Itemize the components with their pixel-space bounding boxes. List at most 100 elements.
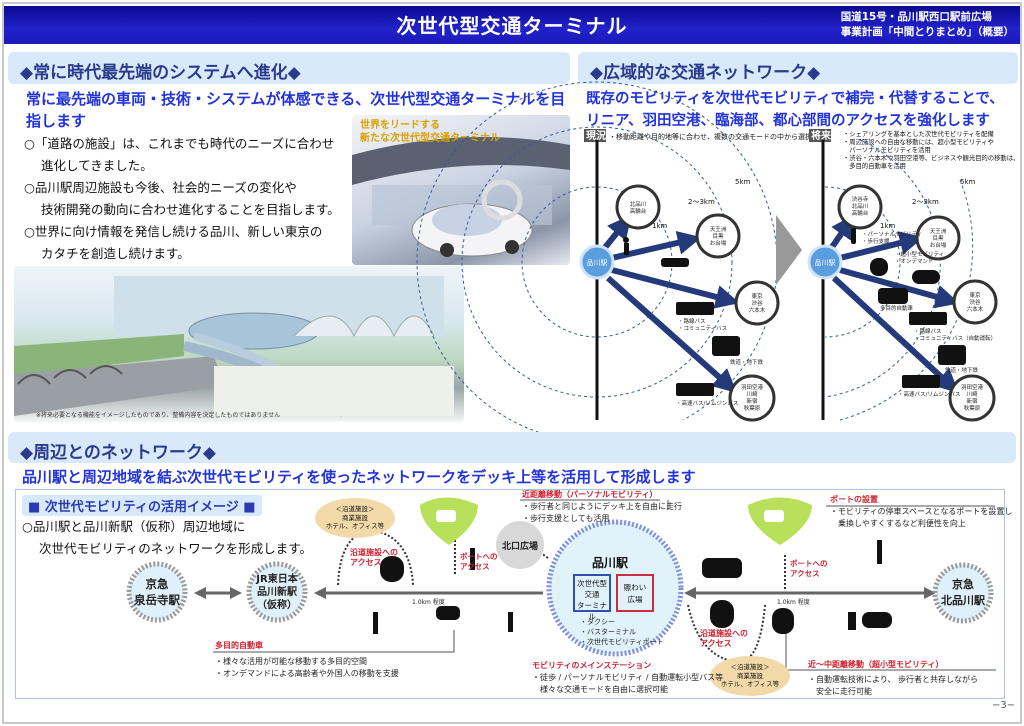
roadside-facility-label-west: ＜沿道施設＞商業施設ホテル、オフィス等: [325, 505, 385, 530]
svg-text:お台場: お台場: [710, 239, 727, 247]
description-line: ○品川駅と品川新駅（仮称）周辺地域に: [22, 519, 246, 534]
svg-text:パーソナルモビリティを活用: パーソナルモビリティを活用: [843, 145, 931, 154]
svg-text:・渋谷・六本木や羽田空港等、ビジネスや観光目的の移動は、: ・渋谷・六本木や羽田空港等、ビジネスや観光目的の移動は、: [843, 153, 1019, 162]
section1-lead: 常に最先端の車両・技術・システムが体感できる、次世代型交通ターミナルを目指します: [26, 90, 566, 130]
svg-text:東京: 東京: [751, 292, 763, 300]
svg-text:高輪台: 高輪台: [630, 207, 647, 215]
future-badge: 将来: [811, 129, 832, 142]
shinagawa-main-circle: [546, 519, 684, 657]
current-badge-bg: [584, 129, 606, 142]
section-heading-wide-network: ◆広域的な交通ネットワーク◆: [578, 52, 1018, 84]
current-badge: 現況: [586, 129, 606, 142]
section-heading-evolution: ◆常に時代最先端のシステムへ進化◆: [8, 52, 570, 84]
vehicle-icons: [623, 237, 740, 396]
svg-text:新宿: 新宿: [966, 397, 978, 405]
mobility-vehicle-icons: [373, 510, 892, 634]
svg-text:川崎: 川崎: [746, 390, 758, 398]
current-note: ・移動距離や目的地等に合わせ、複数の交通モードの中から選択: [609, 132, 812, 141]
main-station-list: ・タクシー・バスターミナル・次世代モビリティポート: [580, 618, 664, 646]
next-gen-terminal-box: 次世代型交通ターミナル: [573, 574, 611, 621]
roadside-facility-bubble: [315, 498, 395, 538]
mobility-image-label: ■ 次世代モビリティの活用イメージ ■: [22, 495, 262, 516]
distance-label: 2〜3km: [688, 198, 715, 206]
svg-text:北品川: 北品川: [852, 202, 869, 210]
section3-lead: 品川駅と周辺地域を結ぶ次世代モビリティを使ったネットワークをデッキ上等を活用して…: [22, 468, 696, 486]
svg-text:お台場: お台場: [930, 241, 947, 249]
svg-text:新宿: 新宿: [746, 397, 758, 405]
station-label: 品川駅: [587, 259, 608, 267]
svg-text:六本木: 六本木: [749, 306, 766, 314]
bullet-text: ○世界に向け情報を発信し続ける品川、新しい東京の: [24, 224, 323, 239]
mobility-description: ○品川駅と品川新駅（仮称）周辺地域に 次世代モビリティのネットワークを形成します…: [22, 516, 312, 560]
callout-multipurpose-vehicle: 多目的自動車 ・様々な活用が可能な移動する多目的空間・オンデマンドによる高齢者や…: [215, 641, 399, 678]
svg-text:六本木: 六本木: [967, 305, 984, 313]
svg-text:・超小型モビリティ: ・超小型モビリティ: [895, 250, 944, 258]
svg-text:・路線バス: ・路線バス: [914, 327, 942, 335]
access-port-label: ポートへのアクセス: [460, 552, 498, 571]
svg-text:目黒: 目黒: [932, 235, 944, 242]
section-heading-surrounding-network: ◆周辺とのネットワーク◆: [8, 432, 1016, 463]
svg-text:・歩行支援: ・歩行支援: [862, 237, 890, 245]
svg-text:天王洲: 天王洲: [710, 226, 727, 233]
svg-text:鉄道・地下鉄: 鉄道・地下鉄: [730, 358, 764, 366]
north-plaza-circle: [496, 521, 544, 569]
svg-text:・コミュニティバス: ・コミュニティバス: [678, 325, 727, 332]
distance-label-east: 1.0km 程度: [777, 599, 810, 606]
mobility-image-box: [15, 489, 1005, 699]
svg-text:・コミュニティバス（自動運転）: ・コミュニティバス（自動運転）: [914, 334, 996, 342]
svg-text:多目的自動車: 多目的自動車: [880, 304, 914, 312]
callout-ultra-compact-mobility: 近〜中距離移動（超小型モビリティ） ・自動運転技術により、 歩行者と共存しながら…: [808, 660, 979, 696]
future-vehicle-icons: [851, 228, 966, 388]
svg-text:秋葉原: 秋葉原: [744, 404, 761, 412]
station-shinagawa-new: JR東日本品川新駅（仮称）: [256, 573, 298, 611]
access-arc: [687, 604, 766, 664]
plaza-box: 賑わい広場: [616, 574, 654, 612]
svg-text:・高速バス/リムジンバス: ・高速バス/リムジンバス: [676, 399, 738, 407]
svg-text:高輪台: 高輪台: [852, 209, 869, 217]
svg-text:渋谷: 渋谷: [751, 299, 763, 307]
description-line: 次世代モビリティのネットワークを形成します。: [39, 541, 313, 556]
station-plaza-rendering: ※将来必要となる機能をイメージしたものであり、整備内容を決定したものではありませ…: [14, 266, 464, 422]
access-roadside-label: 沿道施設へのアクセス: [350, 548, 398, 567]
svg-text:2〜3km: 2〜3km: [912, 198, 939, 206]
distance-label: 5km: [735, 178, 751, 186]
svg-text:1km: 1km: [880, 222, 896, 230]
svg-text:天王洲: 天王洲: [930, 228, 947, 235]
terminal-interior-image: 世界をリードする 新たな次世代型交通ターミナル: [352, 115, 570, 265]
station-sengakuji: 京急泉岳寺駅: [134, 577, 180, 607]
svg-text:目黒: 目黒: [712, 233, 724, 240]
terminal-image-caption: 世界をリードする 新たな次世代型交通ターミナル: [360, 119, 500, 145]
svg-text:・周辺施設への自由な移動には、超小型モビリティや: ・周辺施設への自由な移動には、超小型モビリティや: [843, 137, 994, 146]
access-port-label: ポートへのアクセス: [790, 559, 828, 578]
terminal-illustration: [352, 137, 570, 257]
svg-text:渋谷: 渋谷: [969, 298, 981, 306]
lead-line: リニア、羽田空港、臨海部、都心部間のアクセスを強化します: [586, 113, 990, 129]
subtitle-line: 国道15号・品川駅西口駅前広場: [840, 11, 992, 23]
access-roadside-label: 沿道施設へのアクセス: [700, 629, 748, 648]
svg-text:・シェアリングを基本とした次世代モビリティを配備: ・シェアリングを基本とした次世代モビリティを配備: [843, 129, 994, 138]
station-label: 品川駅: [815, 259, 836, 267]
svg-text:5km: 5km: [960, 178, 976, 186]
bullet-text: ○品川駅周辺施設も今後、社会的ニーズの変化や: [24, 180, 297, 195]
page-subtitle: 国道15号・品川駅西口駅前広場 事業計画「中間とりまとめ」（概要）: [841, 10, 1014, 40]
svg-text:羽田空港: 羽田空港: [961, 383, 984, 391]
header-bar: [4, 6, 1020, 44]
svg-text:多目的自動車を活用: 多目的自動車を活用: [843, 161, 906, 170]
bullet-text: カタチを創造し続けます。: [41, 246, 190, 261]
svg-text:東京: 東京: [969, 291, 981, 299]
lead-line: 既存のモビリティを次世代モビリティで補完・代替することで、: [586, 91, 1004, 107]
callout-port: ポートの設置 ・モビリティの停車スペースとなるポートを設置し 乗換しやすくするな…: [830, 495, 1013, 528]
transition-arrow-icon: [776, 215, 802, 285]
future-notes: ・シェアリングを基本とした次世代モビリティを配備・周辺施設への自由な移動には、超…: [843, 129, 1019, 170]
subtitle-line: 事業計画「中間とりまとめ」（概要）: [840, 26, 1014, 38]
distance-label-west: 1.0km 程度: [412, 599, 445, 606]
svg-text:北品川: 北品川: [630, 200, 647, 208]
section2-lead: 既存のモビリティを次世代モビリティで補完・代替することで、 リニア、羽田空港、臨…: [586, 88, 1018, 132]
station-kita-shinagawa: 京急北品川駅: [941, 578, 985, 607]
roadside-facility-bubble: [710, 656, 790, 696]
caption-line: 世界をリードする: [360, 120, 440, 131]
page-title: 次世代型交通ターミナル: [396, 14, 628, 38]
north-plaza-label: 北口広場: [501, 541, 538, 552]
svg-text:鉄道・地下鉄: 鉄道・地下鉄: [945, 366, 979, 374]
callout-main-station: モビリティのメインステーション ・徒歩 / パーソナルモビリティ / 自動運転小…: [532, 661, 724, 694]
